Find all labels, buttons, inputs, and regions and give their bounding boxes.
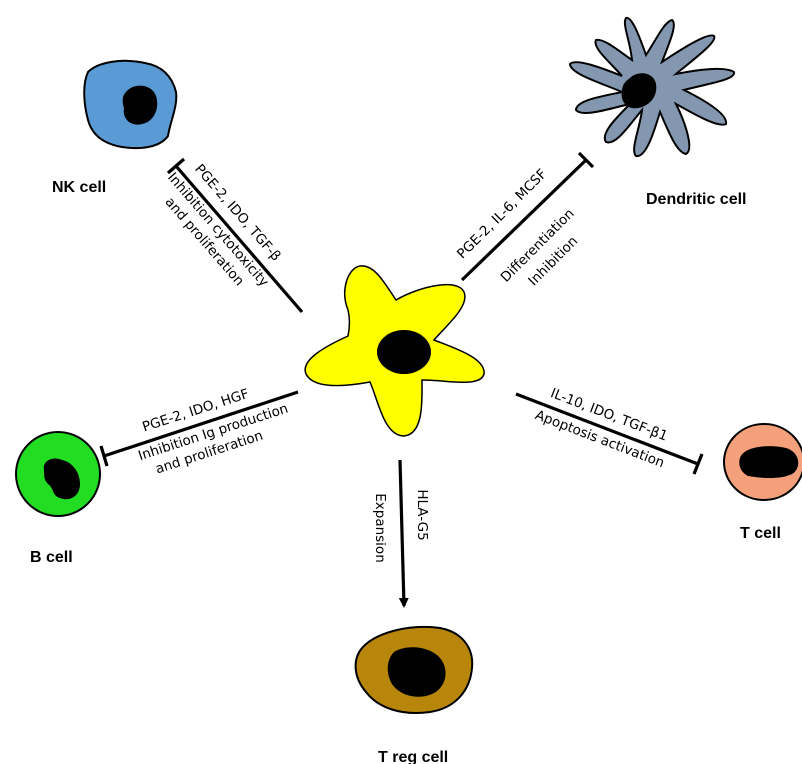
edge-msc-nk: PGE-2, IDO, TGF-β Inhibition cytotoxicit… bbox=[151, 153, 302, 312]
dendritic-cell bbox=[570, 18, 734, 156]
dendritic-cell-label: Dendritic cell bbox=[646, 191, 746, 208]
t-cell-label: T cell bbox=[740, 525, 781, 542]
nk-cell bbox=[84, 61, 176, 148]
treg-cell bbox=[356, 627, 473, 713]
edge-msc-t-line bbox=[516, 394, 698, 464]
msc-cell bbox=[305, 266, 484, 436]
edge-msc-treg-effect: Expansion bbox=[372, 493, 388, 563]
t-cell bbox=[724, 424, 802, 500]
nk-cell-label: NK cell bbox=[52, 179, 106, 196]
edge-msc-treg-arrow bbox=[400, 460, 404, 606]
edge-msc-b: PGE-2, IDO, HGF Inhibition Ig production… bbox=[101, 376, 298, 481]
t-cell-nucleus bbox=[739, 446, 798, 478]
edge-msc-t: IL-10, IDO, TGF-β1 Apoptosis activation bbox=[516, 383, 702, 474]
b-cell-label: B cell bbox=[30, 549, 73, 566]
treg-cell-label: T reg cell bbox=[378, 749, 448, 764]
b-cell bbox=[16, 432, 100, 516]
edge-msc-treg-factors: HLA-G5 bbox=[414, 489, 430, 540]
edge-msc-treg: HLA-G5 Expansion bbox=[372, 460, 430, 606]
edge-msc-dendritic: PGE-2, IL-6, MCSF Differentiation Inhibi… bbox=[454, 153, 593, 301]
msc-cell-nucleus bbox=[377, 330, 431, 374]
